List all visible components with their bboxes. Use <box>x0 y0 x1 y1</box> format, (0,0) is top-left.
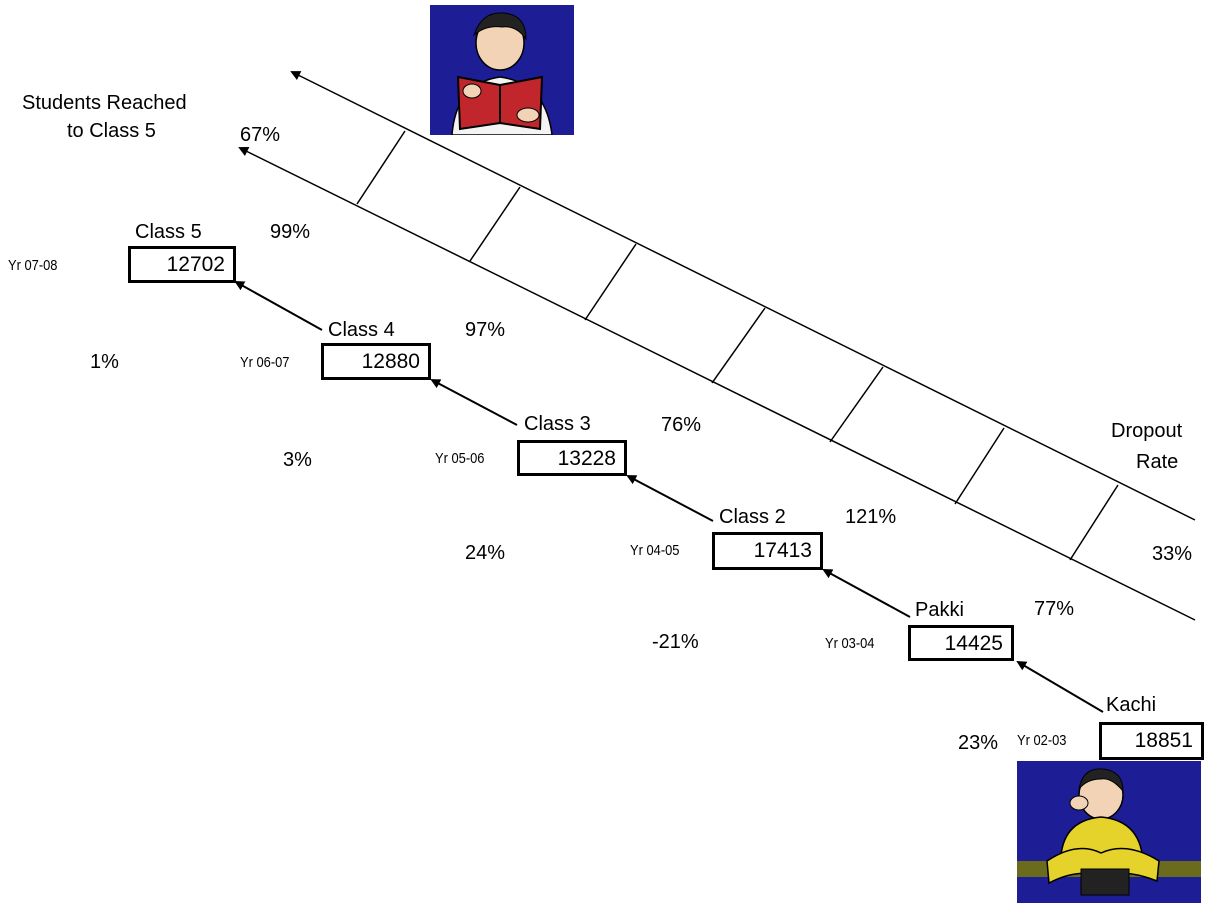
class-label-class3: Class 3 <box>524 413 591 435</box>
band-rung <box>469 186 521 262</box>
progress-pct-class4: 99% <box>270 221 311 243</box>
band-rung <box>584 243 637 321</box>
band-lower-rail <box>238 147 1196 621</box>
band-rung <box>954 427 1005 505</box>
arrow-kachi-to-pakki <box>1016 660 1104 713</box>
drop-pct-class3: 3% <box>283 449 312 471</box>
band-rung <box>356 130 406 205</box>
drop-pct-kachi: 23% <box>958 732 999 754</box>
progress-pct-class2: 76% <box>661 414 702 436</box>
dropout-rate-title-line2: Rate <box>1136 451 1179 473</box>
arrow-class2-to-class3 <box>626 475 714 522</box>
boy-reading-image <box>430 5 574 135</box>
drop-pct-class2: 24% <box>465 542 506 564</box>
band-rung <box>1069 484 1119 561</box>
year-label-class2: Yr 04-05 <box>630 542 680 559</box>
band-upper-rail <box>290 71 1196 521</box>
count-box-kachi: 18851 <box>1099 722 1204 760</box>
progress-pct-class3: 97% <box>465 319 506 341</box>
count-box-pakki: 14425 <box>908 625 1014 661</box>
year-label-class3: Yr 05-06 <box>435 450 485 467</box>
boy-sitting-icon <box>1017 761 1201 903</box>
class-label-pakki: Pakki <box>915 599 964 621</box>
boy-sitting-image <box>1017 761 1201 903</box>
year-label-class5: Yr 07-08 <box>8 257 58 274</box>
arrow-class3-to-class4 <box>430 379 518 426</box>
count-box-class5: 12702 <box>128 246 236 283</box>
band-rung <box>829 366 884 443</box>
dropout-rate-title-line1: Dropout <box>1111 420 1183 442</box>
arrow-class4-to-class5 <box>234 281 323 331</box>
class-label-class5: Class 5 <box>135 221 202 243</box>
year-label-kachi: Yr 02-03 <box>1017 732 1067 749</box>
class-label-kachi: Kachi <box>1106 694 1157 716</box>
band-rung <box>711 307 766 384</box>
count-box-class2: 17413 <box>712 532 823 570</box>
arrow-pakki-to-class2 <box>822 569 911 618</box>
class-label-class4: Class 4 <box>328 319 395 341</box>
progress-pct-kachi: 77% <box>1034 598 1075 620</box>
class-label-class2: Class 2 <box>719 506 786 528</box>
drop-pct-pakki: -21% <box>652 631 699 653</box>
students-reached-title-line1: Students Reached <box>22 92 187 114</box>
year-label-pakki: Yr 03-04 <box>825 635 875 652</box>
dropout-percentage: 33% <box>1152 543 1193 565</box>
students-reached-title-line2: to Class 5 <box>67 120 156 142</box>
count-box-class3: 13228 <box>517 440 627 476</box>
progress-pct-pakki: 121% <box>845 506 897 528</box>
boy-reading-icon <box>430 5 574 135</box>
count-box-class4: 12880 <box>321 343 431 380</box>
reached-percentage: 67% <box>240 124 281 146</box>
drop-pct-class4: 1% <box>90 351 119 373</box>
year-label-class4: Yr 06-07 <box>240 354 290 371</box>
